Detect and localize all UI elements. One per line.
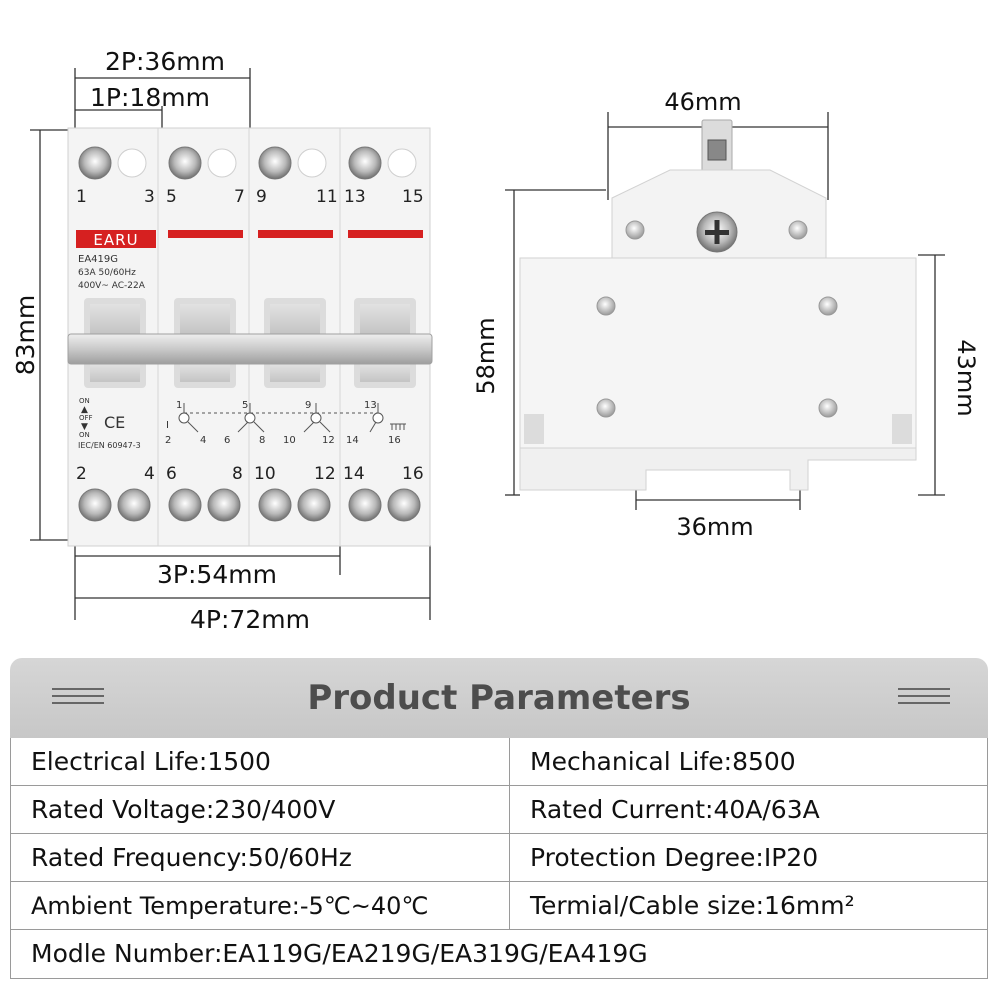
side-view-device <box>519 119 917 491</box>
schematic-top-5: 5 <box>242 400 248 411</box>
wiring-schematic <box>178 403 406 433</box>
model-code: EA419G <box>78 254 118 265</box>
terminal-11: 11 <box>316 187 338 207</box>
dim-side-43: 43mm <box>952 339 980 416</box>
table-row: Electrical Life:1500 Mechanical Life:850… <box>11 738 987 786</box>
terminal-16: 16 <box>402 464 424 484</box>
param-cable-size: Termial/Cable size:16mm² <box>530 891 855 920</box>
dim-height: 83mm <box>11 295 40 376</box>
terminal-10: 10 <box>254 464 276 484</box>
param-rated-voltage: Rated Voltage:230/400V <box>11 786 510 833</box>
terminal-5: 5 <box>166 187 177 207</box>
front-view-device: 1 3 5 7 9 11 13 15 EARU EA419G 63A 50/60… <box>67 127 433 547</box>
parameters-title: Product Parameters <box>307 678 691 718</box>
arrow-up-icon: ▲ <box>81 405 88 415</box>
schematic-bottom-14: 14 <box>346 435 359 446</box>
terminal-8: 8 <box>232 464 243 484</box>
handle-tie-bar <box>67 333 433 365</box>
rating-line-1: 63A 50/60Hz <box>78 268 136 278</box>
bottom-screw-terminals <box>78 488 421 522</box>
terminal-9: 9 <box>256 187 267 207</box>
param-ambient-temperature: Ambient Temperature:-5℃~40℃ <box>11 882 510 929</box>
schematic-bottom-10: 10 <box>283 435 296 446</box>
schematic-top-9: 9 <box>305 400 311 411</box>
on-label: ON <box>79 397 90 405</box>
terminal-2: 2 <box>76 464 87 484</box>
schematic-top-1: 1 <box>176 400 182 411</box>
table-row: Rated Frequency:50/60Hz Protection Degre… <box>11 834 987 882</box>
schematic-bottom-6: 6 <box>224 435 230 446</box>
on-label-2: ON <box>79 431 90 439</box>
param-mechanical-life: Mechanical Life:8500 <box>530 747 796 776</box>
terminal-13: 13 <box>344 187 366 207</box>
dim-2p: 2P:36mm <box>105 47 225 76</box>
dim-side-width: 46mm <box>664 88 741 116</box>
product-parameters-panel: Product Parameters Electrical Life:1500 … <box>10 658 988 980</box>
brand-name: EARU <box>93 231 138 249</box>
product-diagram: 2P:36mm 1P:18mm 83mm 3P:54mm 4P:72mm 1 3… <box>11 47 980 634</box>
menu-lines-icon-right <box>898 688 950 704</box>
parameters-table: Electrical Life:1500 Mechanical Life:850… <box>10 738 988 979</box>
parameters-header: Product Parameters <box>10 658 988 738</box>
schematic-bottom-8: 8 <box>259 435 265 446</box>
schematic-bottom-16: 16 <box>388 435 401 446</box>
param-protection-degree: Protection Degree:IP20 <box>530 843 819 872</box>
terminal-14: 14 <box>343 464 365 484</box>
terminal-7: 7 <box>234 187 245 207</box>
rating-line-2: 400V~ AC-22A <box>78 281 146 291</box>
terminal-15: 15 <box>402 187 424 207</box>
dim-side-36: 36mm <box>676 513 753 541</box>
param-rated-current: Rated Current:40A/63A <box>530 795 820 824</box>
dim-1p: 1P:18mm <box>90 83 210 112</box>
off-label: OFF <box>79 414 93 422</box>
ce-mark: CE <box>104 413 125 432</box>
dim-3p: 3P:54mm <box>157 560 277 589</box>
front-dimension-lines <box>30 68 431 620</box>
param-electrical-life: Electrical Life:1500 <box>11 738 510 785</box>
terminal-12: 12 <box>314 464 336 484</box>
standard-label: IEC/EN 60947-3 <box>78 441 141 450</box>
schematic-bottom-12: 12 <box>322 435 335 446</box>
menu-lines-icon-left <box>52 688 104 704</box>
brand-label <box>76 230 156 248</box>
terminal-6: 6 <box>166 464 177 484</box>
table-row: Modle Number:EA119G/EA219G/EA319G/EA419G <box>11 930 987 978</box>
schematic-bottom-4: 4 <box>200 435 206 446</box>
table-row: Ambient Temperature:-5℃~40℃ Termial/Cabl… <box>11 882 987 930</box>
schematic-top-13: 13 <box>364 400 377 411</box>
arrow-down-icon: ▼ <box>81 422 88 432</box>
param-model-number: Modle Number:EA119G/EA219G/EA319G/EA419G <box>31 939 648 968</box>
dim-side-58: 58mm <box>472 317 500 394</box>
terminal-4: 4 <box>144 464 155 484</box>
terminal-1: 1 <box>76 187 87 207</box>
dim-4p: 4P:72mm <box>190 605 310 634</box>
schematic-left-mark: I <box>166 420 169 431</box>
param-rated-frequency: Rated Frequency:50/60Hz <box>11 834 510 881</box>
terminal-3: 3 <box>144 187 155 207</box>
table-row: Rated Voltage:230/400V Rated Current:40A… <box>11 786 987 834</box>
schematic-bottom-2: 2 <box>165 435 171 446</box>
top-screw-terminals <box>78 146 417 180</box>
